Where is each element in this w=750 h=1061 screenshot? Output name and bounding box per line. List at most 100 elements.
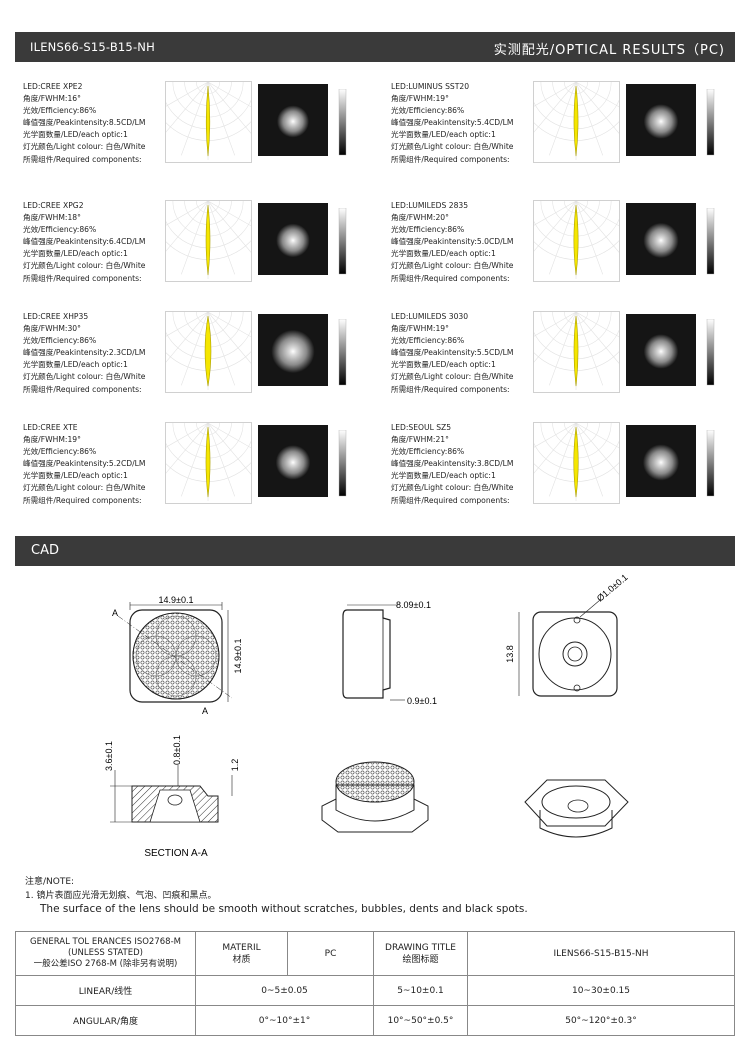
product-title: ILENS66-S15-B15-NH: [30, 40, 155, 54]
spec-eff: 光效/Efficiency:86%: [391, 225, 465, 235]
spec-peak: 峰值强度/Peakintensity:5.4CD/LM: [391, 118, 514, 128]
intensity-scale-bar: [338, 89, 347, 156]
spec-peak: 峰值强度/Peakintensity:5.5CD/LM: [391, 348, 514, 358]
spec-colour: 灯光颜色/Light colour: 白色/White: [23, 483, 146, 493]
beam-spot-image: [258, 425, 328, 497]
spec-colour: 灯光颜色/Light colour: 白色/White: [391, 372, 514, 382]
angular-range-2: 10°~50°±0.5°: [373, 1005, 468, 1036]
drawing-value: ILENS66-S15-B15-NH: [467, 931, 735, 976]
drawing-label: DRAWING TITLE: [385, 942, 456, 953]
polar-distribution-plot: [165, 81, 252, 163]
linear-label: LINEAR/线性: [15, 975, 196, 1006]
spec-comp: 所需组件/Required components:: [23, 384, 142, 394]
tol-title: GENERAL TOL ERANCES ISO2768-M: [30, 937, 181, 947]
linear-range-3: 10~30±0.15: [467, 975, 735, 1006]
spec-fwhm: 角度/FWHM:19°: [391, 94, 449, 104]
spec-fwhm: 角度/FWHM:20°: [391, 213, 449, 223]
section-view: 3.6±0.1 0.8±0.1 1.2 SECTION A-A: [104, 735, 240, 859]
spec-comp: 所需组件/Required components:: [391, 495, 510, 505]
beam-spot-image: [258, 314, 328, 386]
spec-fwhm: 角度/FWHM:19°: [23, 435, 81, 445]
optic-result-block: LED:CREE XTE 角度/FWHM:19° 光效/Efficiency:86%…: [15, 422, 365, 532]
spec-led: LED:LUMILEDS 3030: [391, 312, 469, 321]
top-view: 14.9±0.1 14.9±0.1 A A: [112, 595, 243, 716]
polar-distribution-plot: [533, 311, 620, 393]
cad-drawings: 14.9±0.1 14.9±0.1 A A 8.09±0.1 0.9±0.1 Ø…: [104, 572, 630, 859]
spec-colour: 灯光颜色/Light colour: 白色/White: [23, 142, 146, 152]
tolerance-table: GENERAL TOL ERANCES ISO2768-M (UNLESS ST…: [15, 931, 735, 1036]
polar-distribution-plot: [533, 81, 620, 163]
dim-base: 0.9±0.1: [407, 696, 437, 706]
note-line-en: The surface of the lens should be smooth…: [40, 903, 528, 915]
beam-spot-image: [258, 203, 328, 275]
dim-hole: Ø1.0±0.1: [595, 572, 630, 603]
spec-comp: 所需组件/Required components:: [391, 273, 510, 283]
spec-peak: 峰值强度/Peakintensity:3.8CD/LM: [391, 459, 514, 469]
header-bar: ILENS66-S15-B15-NH 实测配光/OPTICAL RESULTS（…: [15, 32, 735, 62]
spec-eff: 光效/Efficiency:86%: [23, 225, 97, 235]
spec-count: 光学面数量/LED/each optic:1: [23, 130, 128, 140]
cad-title: CAD: [31, 543, 59, 558]
spec-led: LED:CREE XTE: [23, 423, 78, 432]
spec-colour: 灯光颜色/Light colour: 白色/White: [391, 142, 514, 152]
beam-spot-image: [626, 203, 696, 275]
spec-count: 光学面数量/LED/each optic:1: [391, 249, 496, 259]
polar-distribution-plot: [165, 422, 252, 504]
intensity-scale-bar: [338, 208, 347, 275]
spec-fwhm: 角度/FWHM:21°: [391, 435, 449, 445]
spec-count: 光学面数量/LED/each optic:1: [23, 360, 128, 370]
material-label-cell: MATERIL 材质: [195, 931, 288, 976]
spec-eff: 光效/Efficiency:86%: [23, 447, 97, 457]
bottom-view: Ø1.0±0.1 13.8: [505, 572, 630, 697]
iso-view-top: [321, 761, 429, 833]
dim-side-height: 8.09±0.1: [396, 600, 431, 610]
tol-cn: 一般公差ISO 2768-M (除非另有说明): [33, 959, 178, 969]
spec-led: LED:CREE XHP35: [23, 312, 89, 321]
optic-spec-text: LED:CREE XPE2 角度/FWHM:16° 光效/Efficiency:86…: [23, 81, 145, 166]
polar-distribution-plot: [533, 422, 620, 504]
spec-eff: 光效/Efficiency:86%: [23, 106, 97, 116]
dim-depth: 13.8: [505, 645, 515, 663]
section-arrow-a1: A: [112, 608, 118, 618]
spec-eff: 光效/Efficiency:86%: [391, 447, 465, 457]
spec-fwhm: 角度/FWHM:16°: [23, 94, 81, 104]
optic-result-block: LED:LUMILEDS 2835 角度/FWHM:20° 光效/Efficienc…: [383, 200, 733, 310]
spec-comp: 所需组件/Required components:: [391, 154, 510, 164]
intensity-scale-bar: [706, 430, 715, 497]
beam-spot-image: [626, 84, 696, 156]
spec-led: LED:LUMINUS SST20: [391, 82, 470, 91]
spec-peak: 峰值强度/Peakintensity:5.2CD/LM: [23, 459, 146, 469]
spec-eff: 光效/Efficiency:86%: [23, 336, 97, 346]
optic-result-block: LED:CREE XPE2 角度/FWHM:16° 光效/Efficiency:86…: [15, 81, 365, 191]
spec-led: LED:LUMILEDS 2835: [391, 201, 469, 210]
polar-distribution-plot: [533, 200, 620, 282]
spec-peak: 峰值强度/Peakintensity:5.0CD/LM: [391, 237, 514, 247]
spec-peak: 峰值强度/Peakintensity:8.5CD/LM: [23, 118, 146, 128]
beam-spot-image: [626, 425, 696, 497]
spec-peak: 峰值强度/Peakintensity:6.4CD/LM: [23, 237, 146, 247]
material-label-cn: 材质: [232, 954, 251, 965]
polar-distribution-plot: [165, 200, 252, 282]
side-view: 8.09±0.1 0.9±0.1: [342, 600, 437, 706]
iso-view-bottom: [524, 779, 629, 838]
linear-range-1: 0~5±0.05: [195, 975, 374, 1006]
beam-spot-image: [626, 314, 696, 386]
material-label: MATERIL: [222, 942, 261, 953]
dim-sec-c: 1.2: [230, 759, 240, 772]
angular-label: ANGULAR/角度: [15, 1005, 196, 1036]
spec-led: LED:CREE XPE2: [23, 82, 83, 91]
tol-sub: (UNLESS STATED): [67, 948, 143, 958]
beam-spot-image: [258, 84, 328, 156]
cad-bar: CAD: [15, 536, 735, 566]
section-title: 实测配光/OPTICAL RESULTS（PC): [493, 43, 725, 58]
spec-count: 光学面数量/LED/each optic:1: [391, 130, 496, 140]
polar-distribution-plot: [165, 311, 252, 393]
note-line-cn: 1. 镜片表面应光滑无划痕、气泡、凹痕和黑点。: [25, 891, 217, 901]
